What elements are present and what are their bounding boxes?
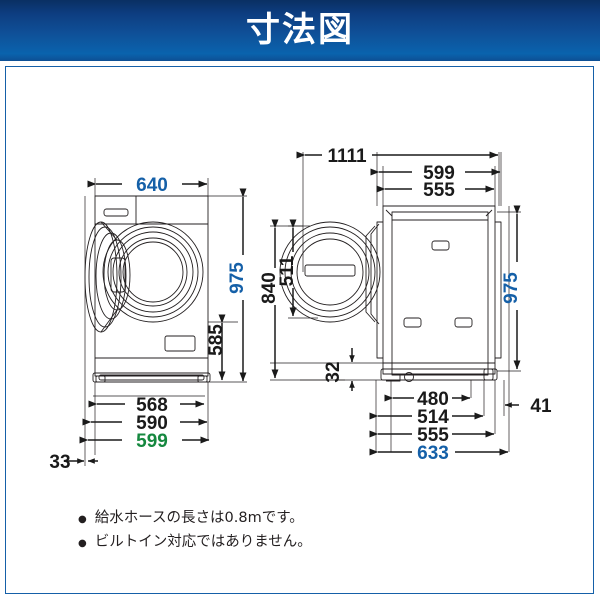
dim-840: 840 xyxy=(259,272,280,304)
right-dimension-arrows xyxy=(271,151,521,456)
dim-555-top: 555 xyxy=(423,180,455,201)
dim-514: 514 xyxy=(417,407,449,428)
dim-599-left: 599 xyxy=(136,431,168,452)
footnote-item: ● 給水ホースの長さは0.8mです。 xyxy=(78,506,508,527)
footnote-text: 給水ホースの長さは0.8mです。 xyxy=(94,510,304,526)
footnote-list: ● 給水ホースの長さは0.8mです。 ● ビルトイン対応ではありません。 xyxy=(78,506,508,554)
dim-32: 32 xyxy=(323,361,344,382)
page-title: 寸法図 xyxy=(246,10,354,50)
dim-568: 568 xyxy=(136,395,168,416)
dim-41: 41 xyxy=(530,396,552,417)
dim-555-bottom: 555 xyxy=(417,425,449,446)
left-dimension-arrows xyxy=(66,180,247,464)
left-machine-body xyxy=(92,195,211,383)
dim-590: 590 xyxy=(136,413,168,434)
dim-585: 585 xyxy=(206,324,227,356)
dim-480: 480 xyxy=(417,389,449,410)
bullet-icon: ● xyxy=(78,538,87,549)
dim-633: 633 xyxy=(417,443,449,464)
left-drum-door-circles xyxy=(102,221,204,323)
page-header-banner: 寸法図 xyxy=(0,0,600,61)
dim-599-right: 599 xyxy=(423,163,455,184)
right-open-door-circles xyxy=(279,221,381,323)
dim-975-left: 975 xyxy=(227,262,248,294)
bullet-icon: ● xyxy=(78,514,87,525)
dim-975-right: 975 xyxy=(501,272,522,304)
right-door-hinge-arms xyxy=(365,223,380,325)
footnote-item: ● ビルトイン対応ではありません。 xyxy=(78,530,508,551)
footnote-text: ビルトイン対応ではありません。 xyxy=(94,534,312,550)
dim-640: 640 xyxy=(136,175,168,196)
dim-511: 511 xyxy=(277,255,298,286)
dim-33: 33 xyxy=(49,452,70,473)
right-machine-body xyxy=(376,205,502,382)
dim-1111: 1111 xyxy=(327,146,367,167)
right-extension-lines xyxy=(270,152,521,452)
